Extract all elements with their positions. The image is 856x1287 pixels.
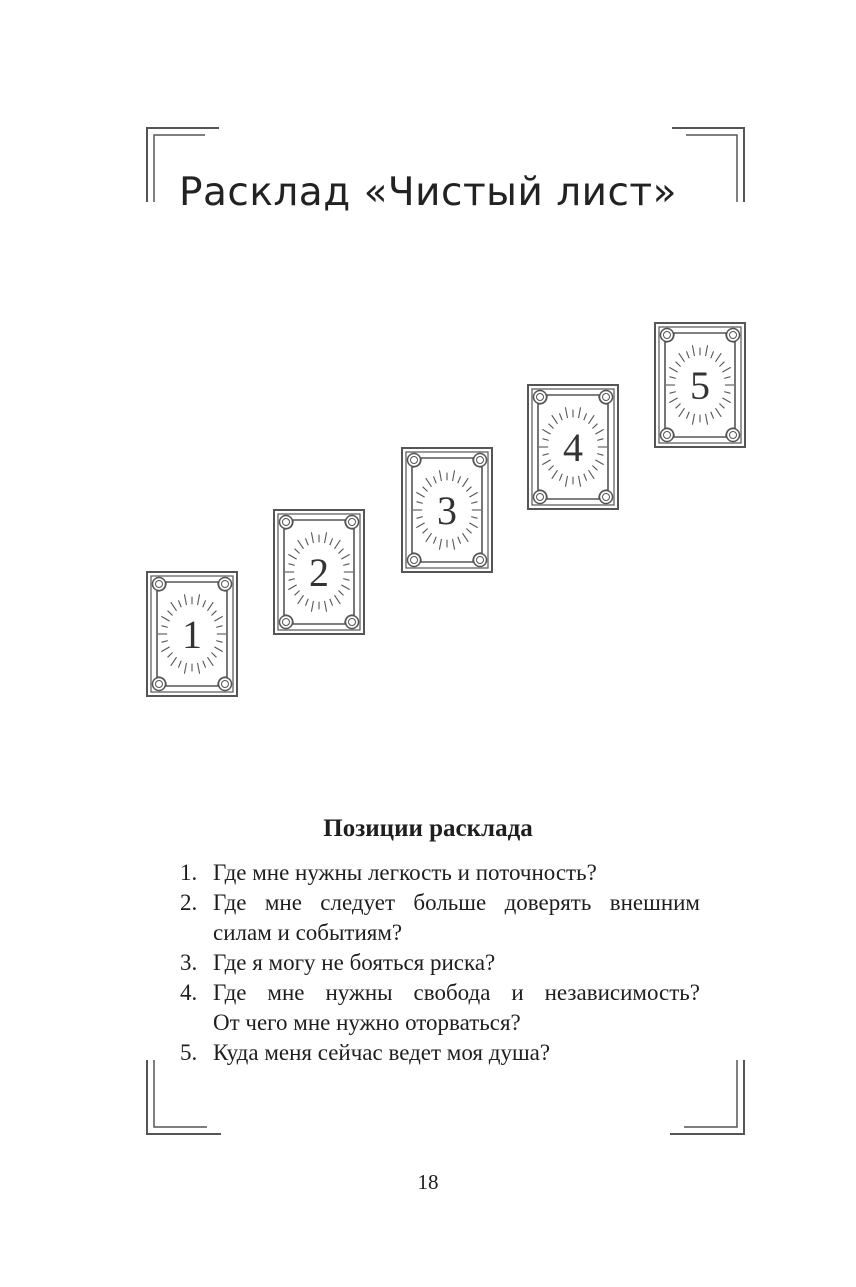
frame-corner-bottom-left [145, 1056, 225, 1136]
list-item-number: 5. [180, 1038, 197, 1068]
positions-list: 1. Где мне нужны легкость и поточность? … [180, 858, 700, 1068]
list-item: 2. Где мне следует больше доверять внешн… [180, 888, 700, 948]
list-item-text: Где я могу не бояться риска? [213, 948, 700, 978]
card-number: 1 [146, 571, 238, 697]
page-title: Расклад «Чистый лист» [0, 170, 856, 215]
card-number: 2 [273, 509, 365, 635]
card-position-5: 5 [654, 322, 746, 448]
list-item-text: Где мне нужны свобода и независимость? [213, 978, 700, 1008]
card-position-1: 1 [146, 571, 238, 697]
positions-heading: Позиции расклада [0, 815, 856, 843]
card-position-3: 3 [401, 447, 493, 573]
list-item-text: Куда меня сейчас ведет моя душа? [213, 1038, 700, 1068]
list-item-number: 2. [180, 888, 197, 918]
page-number: 18 [0, 1170, 856, 1195]
list-item: 1. Где мне нужны легкость и поточность? [180, 858, 700, 888]
list-item-number: 3. [180, 948, 197, 978]
list-item-number: 1. [180, 858, 197, 888]
list-item-text: силам и событиям? [213, 918, 700, 948]
list-item: 3. Где я могу не бояться риска? [180, 948, 700, 978]
card-number: 4 [527, 384, 619, 510]
card-number: 5 [654, 322, 746, 448]
list-item-number: 4. [180, 978, 197, 1008]
list-item-text: Где мне нужны легкость и поточность? [213, 858, 700, 888]
list-item-text: Где мне следует больше доверять внешним [213, 888, 700, 918]
list-item-text: От чего мне нужно оторваться? [213, 1008, 700, 1038]
card-position-2: 2 [273, 509, 365, 635]
card-position-4: 4 [527, 384, 619, 510]
list-item: 4. Где мне нужны свобода и независимость… [180, 978, 700, 1038]
card-number: 3 [401, 447, 493, 573]
frame-corner-bottom-right [666, 1056, 746, 1136]
list-item: 5. Куда меня сейчас ведет моя душа? [180, 1038, 700, 1068]
